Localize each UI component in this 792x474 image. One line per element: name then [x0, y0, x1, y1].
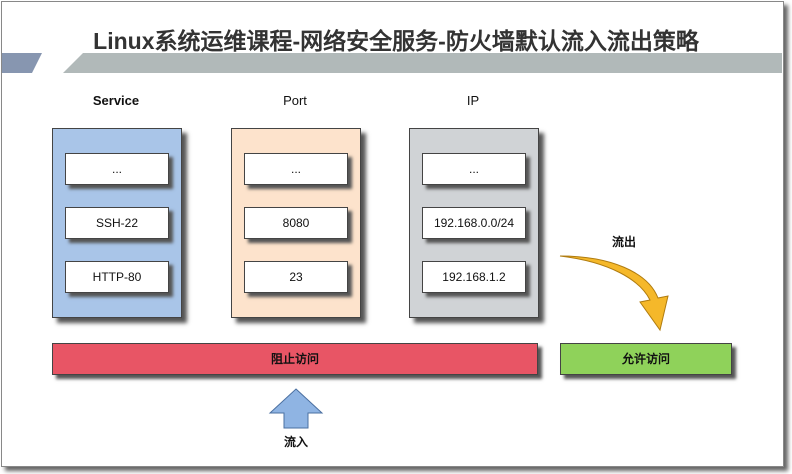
port-item: ...: [244, 153, 348, 185]
port-item: 8080: [244, 207, 348, 239]
service-item: SSH-22: [65, 207, 169, 239]
decorative-band-right: [63, 53, 782, 73]
service-column: ... SSH-22 HTTP-80: [52, 128, 182, 318]
slide-title: Linux系统运维课程-网络安全服务-防火墙默认流入流出策略: [93, 28, 699, 54]
ip-item: ...: [422, 153, 526, 185]
allow-access-bar: 允许访问: [560, 343, 732, 375]
service-header: Service: [92, 93, 140, 108]
outbound-label: 流出: [612, 235, 637, 249]
service-item: ...: [65, 153, 169, 185]
port-column: ... 8080 23: [231, 128, 361, 318]
outbound-arrow-icon: [559, 255, 669, 332]
ip-header: IP: [466, 93, 480, 108]
deny-access-bar: 阻止访问: [52, 343, 538, 375]
service-item: HTTP-80: [65, 261, 169, 293]
ip-column: ... 192.168.0.0/24 192.168.1.2: [409, 128, 539, 318]
port-header: Port: [283, 93, 307, 108]
decorative-band-left: [2, 53, 42, 73]
ip-item: 192.168.0.0/24: [422, 207, 526, 239]
inbound-label: 流入: [284, 435, 309, 449]
ip-item: 192.168.1.2: [422, 261, 526, 293]
inbound-arrow-icon: [268, 388, 324, 429]
port-item: 23: [244, 261, 348, 293]
